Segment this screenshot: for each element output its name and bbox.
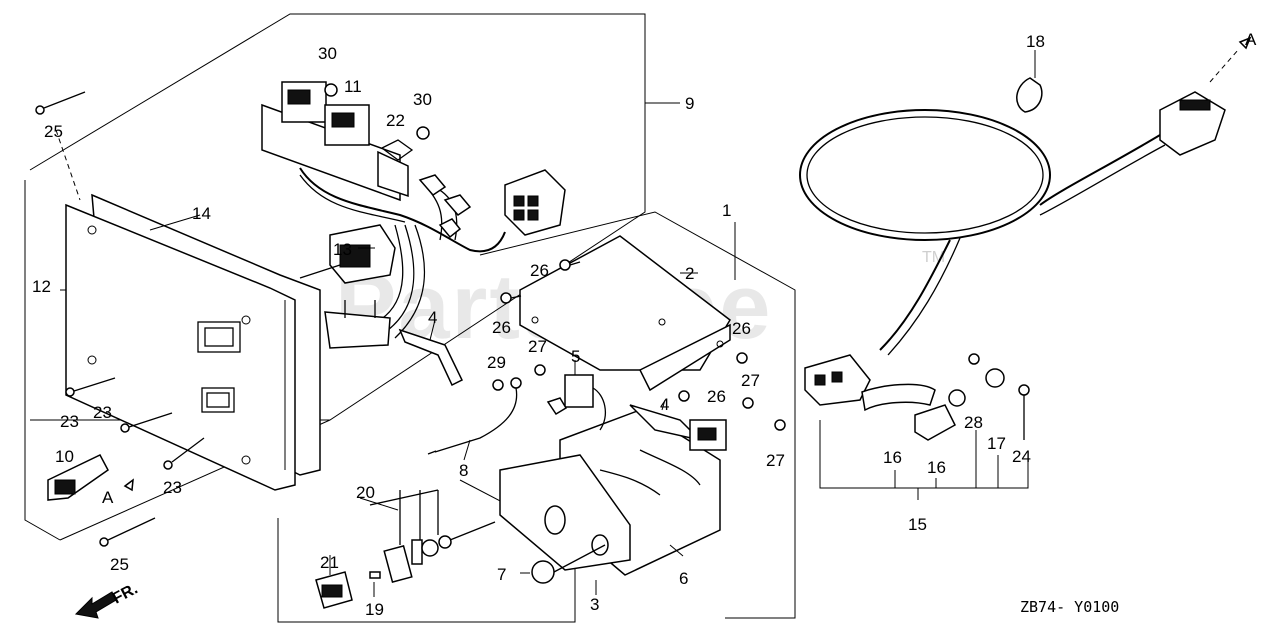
callout-27-b: 27 [741, 371, 760, 390]
callout-23-b: 23 [93, 403, 112, 422]
group-1-frame [479, 211, 796, 619]
part-24-screw [1018, 384, 1030, 440]
callout-15: 15 [908, 515, 927, 534]
callout-7: 7 [497, 565, 506, 584]
part-2-cover [519, 235, 731, 392]
part-5-switch [546, 374, 606, 431]
callout-19: 19 [365, 600, 384, 619]
part-18-clamp [1016, 77, 1043, 113]
callout-13: 13 [333, 240, 352, 259]
callout-27-c: 27 [766, 451, 785, 470]
part-16-cover-a [861, 383, 936, 412]
callout-23-c: 23 [163, 478, 182, 497]
part-7-knob [531, 544, 606, 584]
callout-2: 2 [685, 264, 694, 283]
callout-8: 8 [459, 461, 468, 480]
callout-labels: 1 2 3 4 4 5 6 7 8 9 10 11 12 13 14 15 16… [32, 32, 1045, 619]
reference-mark-a-left: A [102, 488, 114, 507]
callout-25-b: 25 [110, 555, 129, 574]
leader-lines [55, 49, 1239, 597]
front-direction-arrow-icon [74, 591, 117, 619]
callout-29: 29 [487, 353, 506, 372]
screws-26-27 [492, 259, 786, 431]
part-16-cover-b [914, 389, 966, 441]
callout-26-d: 26 [707, 387, 726, 406]
part-13-connector [299, 224, 396, 284]
part-6-control-box [499, 404, 727, 576]
callout-16-a: 16 [883, 448, 902, 467]
part-19-clip [369, 571, 381, 579]
callout-14: 14 [192, 204, 211, 223]
callout-28: 28 [964, 413, 983, 432]
callout-11: 11 [344, 77, 362, 96]
callout-27-a: 27 [528, 337, 547, 356]
callout-17: 17 [987, 434, 1006, 453]
callout-9: 9 [685, 94, 694, 113]
callout-22: 22 [386, 111, 405, 130]
ref-arrow-icon-right [1238, 36, 1252, 50]
callout-1: 1 [722, 201, 731, 220]
callout-4-left: 4 [428, 308, 437, 327]
callout-26-a: 26 [530, 261, 549, 280]
callout-18: 18 [1026, 32, 1045, 51]
part-28-nut [968, 353, 980, 365]
receptacle-assembly-20 [369, 489, 496, 583]
part-4-bracket-left [324, 300, 463, 387]
callout-23-a: 23 [60, 412, 79, 431]
ref-arrow-icon-left [123, 478, 134, 492]
callout-3: 3 [590, 595, 599, 614]
callout-25-a: 25 [44, 122, 63, 141]
callout-6: 6 [679, 569, 688, 588]
callout-30-a: 30 [318, 44, 337, 63]
wire-harness [299, 167, 566, 339]
diagram-code: ZB74- Y0100 [1020, 598, 1119, 616]
callout-20: 20 [356, 483, 375, 502]
part-10-clip [47, 454, 109, 501]
screws-23-25 [35, 91, 205, 547]
callout-10: 10 [55, 447, 74, 466]
callout-26-b: 26 [492, 318, 511, 337]
group-15-frame [819, 420, 1029, 500]
callout-21: 21 [320, 553, 339, 572]
part-21-receptacle [315, 571, 353, 609]
reference-mark-a-right: A [1245, 30, 1257, 49]
callout-26-c: 26 [732, 319, 751, 338]
callout-24: 24 [1012, 447, 1031, 466]
control-panel [65, 193, 321, 491]
callout-16-b: 16 [927, 458, 946, 477]
callout-12: 12 [32, 277, 51, 296]
part-8-ground-wire [427, 377, 522, 455]
cable-assembly [799, 91, 1226, 406]
callout-4-right: 4 [660, 395, 669, 414]
part-17-clip [985, 368, 1005, 388]
front-direction-label: FR. [110, 580, 141, 607]
callout-30-b: 30 [413, 90, 432, 109]
breaker-assembly [261, 81, 430, 202]
callout-5: 5 [571, 347, 580, 366]
